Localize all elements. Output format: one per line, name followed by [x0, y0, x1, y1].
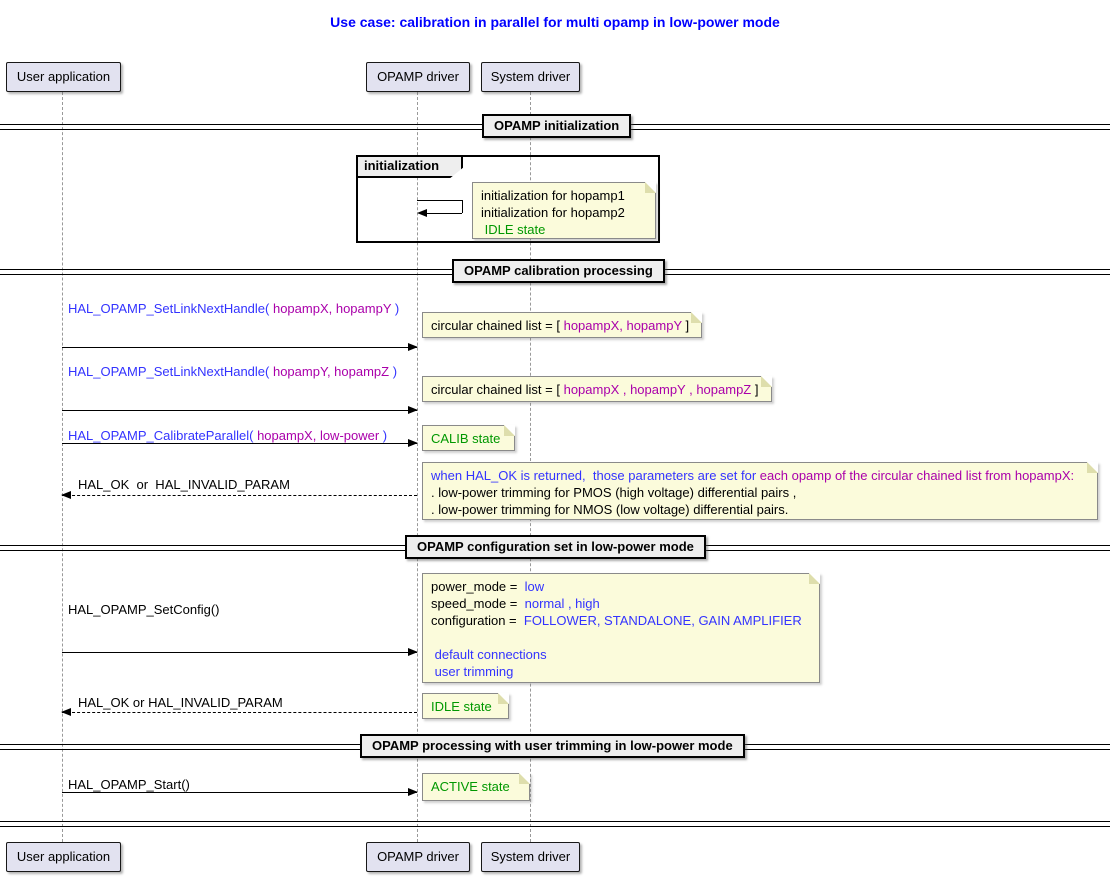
message-arrow-setlinknexthandle-yz — [62, 406, 418, 414]
note-calibration-parameters: when HAL_OK is returned, those parameter… — [422, 462, 1098, 520]
note-line: circular chained list = [ hopampX , hopa… — [431, 382, 759, 397]
divider-opamp-configuration: OPAMP configuration set in low-power mod… — [405, 535, 706, 559]
note-line: circular chained list = [ hopampX, hopam… — [431, 318, 690, 333]
arrowhead-right-icon — [408, 648, 418, 656]
arrowhead-right-icon — [408, 406, 418, 414]
note-line: CALIB state — [431, 431, 501, 446]
participant-system-driver-bottom: System driver — [481, 842, 580, 872]
note-chained-list-xy: circular chained list = [ hopampX, hopam… — [422, 312, 702, 338]
note-line: speed_mode = normal , high — [431, 596, 600, 611]
message-label-start: HAL_OPAMP_Start() — [68, 777, 190, 792]
return-label-halok-invalid-1: HAL_OK or HAL_INVALID_PARAM — [78, 477, 290, 492]
note-initialization: initialization for hopamp1 initializatio… — [472, 182, 656, 239]
message-arrow-calibrateparallel — [62, 439, 418, 447]
message-label-calibrateparallel: HAL_OPAMP_CalibrateParallel( hopampX, lo… — [68, 428, 388, 443]
self-message-top-segment — [417, 200, 462, 201]
return-label-halok-invalid-2: HAL_OK or HAL_INVALID_PARAM — [78, 695, 283, 710]
message-label-setlinknexthandle-yz: HAL_OPAMP_SetLinkNextHandle( hopampY, ho… — [68, 364, 398, 379]
note-calib-state: CALIB state — [422, 425, 515, 451]
divider-opamp-calibration-processing: OPAMP calibration processing — [452, 259, 665, 283]
participant-user-application-top: User application — [6, 62, 121, 92]
note-line: when HAL_OK is returned, those parameter… — [431, 468, 1075, 483]
message-arrow-start — [62, 788, 418, 796]
note-line: initialization for hopamp2 — [481, 205, 625, 220]
arrowhead-left-icon — [61, 708, 71, 716]
participant-opamp-driver-top: OPAMP driver — [366, 62, 470, 92]
arrowhead-right-icon — [408, 788, 418, 796]
message-arrow-setconfig — [62, 648, 418, 656]
note-line — [431, 629, 811, 646]
note-line: power_mode = low — [431, 579, 545, 594]
message-arrow-setlinknexthandle-xy — [62, 343, 418, 351]
note-active-state: ACTIVE state — [422, 773, 530, 801]
message-label-setlinknexthandle-xy: HAL_OPAMP_SetLinkNextHandle( hopampX, ho… — [68, 301, 400, 316]
diagram-title: Use case: calibration in parallel for mu… — [330, 14, 780, 30]
self-message-return-segment — [417, 209, 462, 217]
arrowhead-right-icon — [408, 439, 418, 447]
note-chained-list-xyz: circular chained list = [ hopampX , hopa… — [422, 376, 772, 402]
return-arrow-halok-invalid-2 — [61, 708, 417, 716]
note-line: user trimming — [431, 664, 514, 679]
divider-opamp-initialization: OPAMP initialization — [482, 114, 632, 138]
note-line: initialization for hopamp1 — [481, 188, 625, 203]
note-line: . low-power trimming for NMOS (low volta… — [431, 502, 789, 517]
note-config-parameters: power_mode = low speed_mode = normal , h… — [422, 573, 820, 683]
group-frame-initialization: initialization — [356, 155, 660, 243]
arrowhead-left-icon — [61, 491, 71, 499]
divider-rule-bottom — [0, 821, 1110, 827]
participant-system-driver-top: System driver — [481, 62, 580, 92]
note-line: IDLE state — [481, 222, 546, 237]
lifeline-user-application — [62, 92, 63, 842]
participant-opamp-driver-bottom: OPAMP driver — [366, 842, 470, 872]
self-message-side-segment — [462, 200, 463, 213]
lifeline-opamp-driver — [417, 92, 418, 842]
note-line: . low-power trimming for PMOS (high volt… — [431, 485, 797, 500]
arrowhead-right-icon — [408, 343, 418, 351]
note-line: configuration = FOLLOWER, STANDALONE, GA… — [431, 613, 802, 628]
arrowhead-left-icon — [417, 209, 427, 217]
note-line: IDLE state — [431, 699, 492, 714]
note-line: ACTIVE state — [431, 779, 510, 794]
message-label-setconfig: HAL_OPAMP_SetConfig() — [68, 602, 220, 617]
group-header: initialization — [356, 155, 464, 178]
divider-opamp-processing: OPAMP processing with user trimming in l… — [360, 734, 745, 758]
note-idle-state: IDLE state — [422, 693, 509, 719]
participant-user-application-bottom: User application — [6, 842, 121, 872]
note-line: default connections — [431, 647, 547, 662]
return-arrow-halok-invalid-1 — [61, 491, 417, 499]
